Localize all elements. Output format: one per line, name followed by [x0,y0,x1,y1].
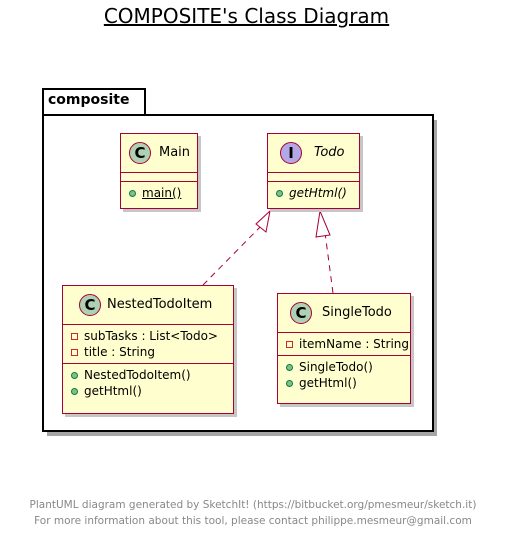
method-text: SingleTodo() [299,360,373,374]
class-nested-todo-item-header: C NestedTodoItem [63,286,233,325]
package-tab [42,88,146,114]
class-main[interactable]: C Main main() [120,133,198,209]
public-visibility-icon [286,364,293,371]
public-visibility-icon [276,190,283,197]
private-visibility-icon [71,333,78,340]
interface-todo[interactable]: I Todo getHtml() [267,133,360,209]
public-visibility-icon [129,190,136,197]
method-text: main() [142,186,182,200]
method-row: main() [121,185,197,201]
class-name: NestedTodoItem [107,297,213,312]
method-text: getHtml() [299,376,357,390]
field-row: subTasks : List<Todo> [63,328,233,344]
class-single-todo[interactable]: C SingleTodo itemName : String SingleTod… [277,293,411,404]
field-row: itemName : String [278,336,410,352]
fields-section [121,173,197,182]
fields-section [268,173,359,182]
class-name: Main [159,145,191,160]
method-text: getHtml() [289,186,347,200]
private-visibility-icon [71,349,78,356]
method-row: getHtml() [268,185,359,201]
methods-section: getHtml() [268,182,359,204]
footer-line-2: For more information about this tool, pl… [34,515,472,527]
class-single-todo-header: C SingleTodo [278,294,410,333]
private-visibility-icon [286,341,293,348]
fields-section: subTasks : List<Todo> title : String [63,325,233,364]
relation-nested-implements-todo [202,209,271,286]
method-text: getHtml() [84,384,142,398]
relation-single-implements-todo [315,209,334,294]
method-row: NestedTodoItem() [63,367,233,383]
package-name: composite [48,92,130,108]
class-badge-icon: C [290,302,312,324]
public-visibility-icon [71,388,78,395]
class-badge-icon: C [129,142,151,164]
method-row: getHtml() [63,383,233,399]
class-main-header: C Main [121,134,197,173]
methods-section: main() [121,182,197,204]
fields-section: itemName : String [278,333,410,356]
diagram-title: COMPOSITE's Class Diagram [103,4,390,28]
field-text: title : String [84,345,155,359]
class-name: SingleTodo [322,305,392,320]
interface-name: Todo [314,145,345,160]
public-visibility-icon [71,372,78,379]
method-row: SingleTodo() [278,359,410,375]
footer-line-1: PlantUML diagram generated by SketchIt! … [29,499,477,511]
field-text: subTasks : List<Todo> [84,329,218,343]
class-nested-todo-item[interactable]: C NestedTodoItem subTasks : List<Todo> t… [62,285,234,414]
public-visibility-icon [286,380,293,387]
method-row: getHtml() [278,375,410,391]
methods-section: SingleTodo() getHtml() [278,356,410,394]
field-text: itemName : String [299,337,409,351]
method-text: NestedTodoItem() [84,368,191,382]
interface-todo-header: I Todo [268,134,359,173]
interface-badge-icon: I [280,142,302,164]
class-badge-icon: C [79,294,101,316]
methods-section: NestedTodoItem() getHtml() [63,364,233,402]
field-row: title : String [63,344,233,360]
